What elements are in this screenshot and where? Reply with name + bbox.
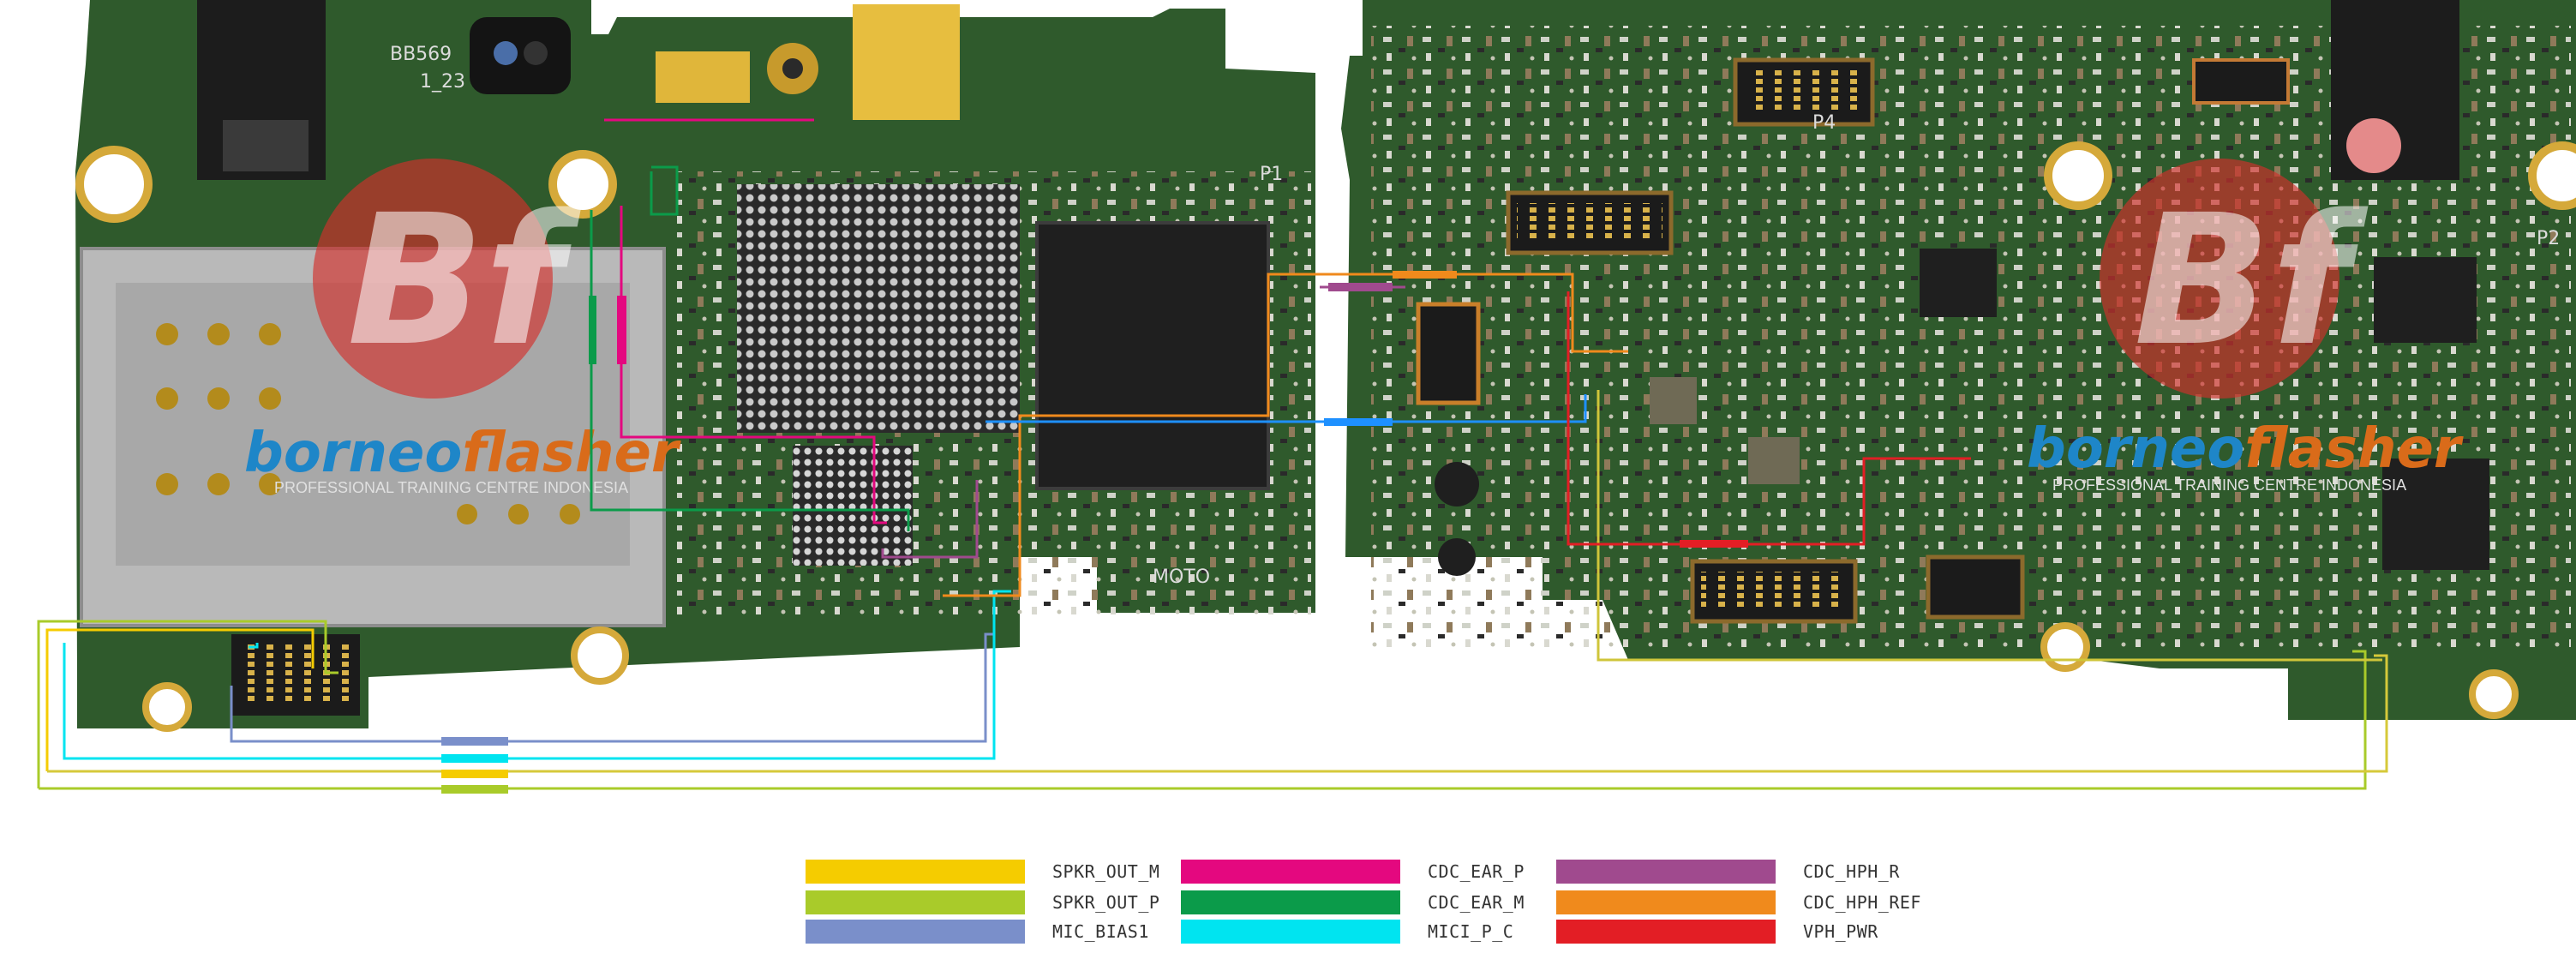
- silkscreen: BB569 1_23 P1 P4 P2 MOTO: [390, 44, 2560, 588]
- trace-mici-p-c-2: [249, 643, 259, 649]
- legend-item: MICI_P_C: [1181, 919, 1513, 944]
- watermark-left: Bf borneoflasher PROFESSIONAL TRAINING C…: [244, 159, 681, 496]
- left-board: [75, 0, 1315, 732]
- legend-swatch: [1556, 890, 1776, 914]
- legend-label: VPH_PWR: [1803, 921, 1878, 942]
- svg-text:borneoflasher: borneoflasher: [244, 422, 681, 485]
- pad-cdc-ear-m: [589, 296, 596, 364]
- legend-swatch: [806, 890, 1025, 914]
- legend-swatch: [1181, 890, 1400, 914]
- mount-hole-2: [548, 150, 617, 219]
- legend-swatch: [806, 860, 1025, 884]
- usb-port: [1416, 302, 1481, 405]
- mount-hole-8: [2469, 669, 2519, 719]
- ic-right-3: [2382, 459, 2489, 570]
- mount-hole-5: [2044, 141, 2112, 210]
- trace-mici-p-c: [63, 590, 1011, 760]
- pad-cdc-hph-r: [1328, 283, 1393, 291]
- watermark-tagline-left: PROFESSIONAL TRAINING CENTRE INDONESIA: [274, 479, 628, 496]
- gold-pad-2: [853, 4, 960, 120]
- watermark-brand-a-right: borneo: [2027, 417, 2244, 481]
- legend-item: CDC_EAR_M: [1181, 890, 1525, 915]
- pad-mic-blue: [1324, 418, 1393, 426]
- legend-swatch: [1556, 860, 1776, 884]
- ir-sensor: [470, 17, 571, 94]
- trace-cdc-hph-ref: [943, 273, 1628, 597]
- legend-item: SPKR_OUT_P: [806, 890, 1159, 915]
- legend-swatch: [1181, 860, 1400, 884]
- mount-hole-6: [2528, 141, 2576, 210]
- flex-connector-small: [1926, 554, 2025, 620]
- silkscreen-bb569: BB569: [390, 44, 452, 65]
- silkscreen-p4: P4: [1812, 112, 1836, 134]
- tag-mic-bias1: [441, 737, 508, 746]
- legend-swatch: [1181, 920, 1400, 944]
- sim-contacts: [156, 323, 580, 524]
- mount-hole-4: [142, 682, 192, 732]
- pad-cdc-hph-ref: [1393, 271, 1457, 279]
- legend-item: MIC_BIAS1: [806, 919, 1149, 944]
- watermark-tagline-right: PROFESSIONAL TRAINING CENTRE INDONESIA: [2052, 477, 2406, 494]
- right-board: [1341, 0, 2576, 720]
- legend-swatch: [1556, 920, 1776, 944]
- memory-chip: [1035, 221, 1270, 490]
- trace-cdc-ear-m-2: [650, 165, 679, 216]
- silkscreen-1-23: 1_23: [420, 71, 465, 93]
- watermark-logo-left: Bf: [347, 176, 582, 386]
- legend-item: CDC_EAR_P: [1181, 859, 1525, 884]
- silkscreen-p1: P1: [1260, 164, 1283, 185]
- trace-mic-blue: [985, 394, 1587, 423]
- legend-item: CDC_HPH_R: [1556, 859, 1900, 884]
- tag-spkr-out-p: [441, 785, 508, 794]
- ic-right-2: [2374, 257, 2477, 343]
- legend-item: SPKR_OUT_M: [806, 859, 1159, 884]
- tag-spkr-out-m: [441, 770, 508, 778]
- trace-vph-pwr: [1567, 291, 1971, 546]
- legend-label: SPKR_OUT_P: [1052, 892, 1160, 913]
- legend-item: CDC_HPH_REF: [1556, 890, 1921, 915]
- watermark-brand-b-right: flasher: [2244, 417, 2464, 481]
- mount-hole-3: [571, 626, 629, 685]
- watermark-right: Bf borneoflasher PROFESSIONAL TRAINING C…: [2027, 159, 2464, 494]
- watermark-logo-right: Bf: [2134, 176, 2369, 386]
- legend-label: CDC_EAR_P: [1428, 861, 1525, 882]
- legend: SPKR_OUT_M SPKR_OUT_P MIC_BIAS1 CDC_EAR_…: [806, 859, 1937, 953]
- legend-item: VPH_PWR: [1556, 919, 1878, 944]
- net-tags: [441, 737, 508, 794]
- trace-spkr-out-m: [45, 628, 315, 771]
- watermark-brand-b-left: flasher: [462, 422, 681, 485]
- legend-swatch: [806, 920, 1025, 944]
- mount-hole-1: [75, 146, 153, 223]
- trace-cdc-hph-r-2: [881, 480, 979, 559]
- pad-vph-pwr: [1680, 540, 1748, 548]
- pad-cdc-ear-p: [617, 296, 626, 364]
- legend-label: MICI_P_C: [1428, 921, 1514, 942]
- legend-label: CDC_EAR_M: [1428, 892, 1525, 913]
- signal-traces: [37, 118, 2388, 790]
- gold-pad-1: [656, 51, 750, 103]
- trace-spkr-out-m-long: [47, 654, 2388, 773]
- ic-right-1: [1920, 249, 1997, 317]
- legend-label: CDC_HPH_REF: [1803, 892, 1921, 913]
- mount-hole-7: [2040, 622, 2090, 672]
- svg-text:borneoflasher: borneoflasher: [2027, 417, 2464, 481]
- silkscreen-p2: P2: [2537, 228, 2560, 249]
- legend-label: CDC_HPH_R: [1803, 861, 1900, 882]
- watermark-brand-a-left: borneo: [244, 422, 462, 485]
- trace-spkr-out-p: [37, 620, 338, 788]
- legend-label: MIC_BIAS1: [1052, 921, 1149, 942]
- silkscreen-moto: MOTO: [1153, 566, 1210, 588]
- tag-mici-p-c: [441, 754, 508, 763]
- legend-label: SPKR_OUT_M: [1052, 861, 1160, 882]
- trace-mic-bias1: [230, 632, 994, 743]
- trace-spkr-right: [1597, 390, 2382, 662]
- trace-spkr-out-p-long: [39, 650, 2367, 790]
